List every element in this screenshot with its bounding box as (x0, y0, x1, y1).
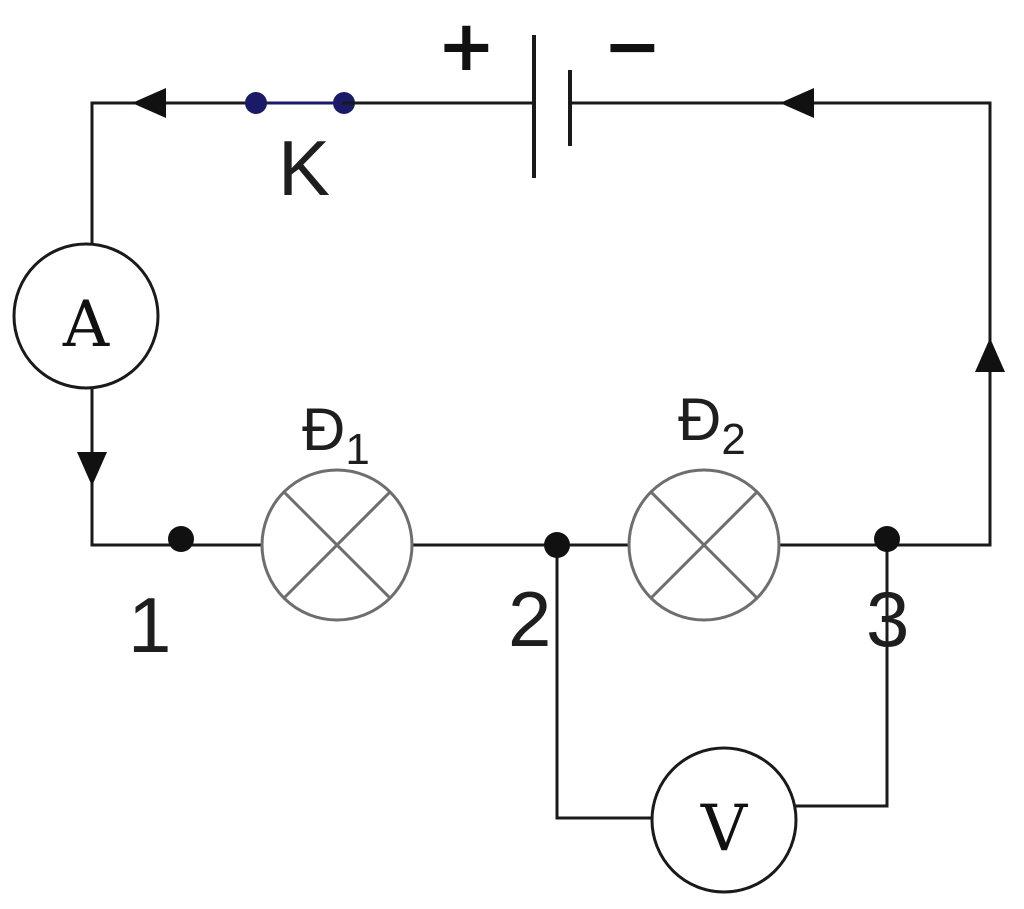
switch-terminal-left (245, 92, 267, 114)
node-3-dot (874, 526, 900, 552)
node-3-label: 3 (866, 575, 909, 663)
lamp-2 (627, 468, 781, 622)
switch-label: K (278, 124, 330, 212)
arrow-left-top-right-wire (780, 88, 814, 118)
node-2-label: 2 (508, 575, 551, 663)
voltmeter-label: V (700, 792, 749, 866)
lamp-2-label: Đ2 (678, 386, 746, 464)
arrow-down-left-wire (77, 452, 107, 486)
arrow-up-right-wire (975, 338, 1005, 372)
battery-plus-sign: + (437, 5, 496, 87)
battery-minus-sign: − (603, 5, 662, 87)
ammeter (12, 242, 160, 390)
voltmeter (650, 746, 798, 894)
node-2-dot (544, 532, 570, 558)
lamp-1-label: Đ1 (302, 396, 370, 474)
arrow-left-top-wire (132, 88, 166, 118)
node-1-dot (168, 526, 194, 552)
node-1-label: 1 (128, 581, 171, 669)
ammeter-label: A (62, 288, 110, 362)
lamp-1 (260, 468, 414, 622)
